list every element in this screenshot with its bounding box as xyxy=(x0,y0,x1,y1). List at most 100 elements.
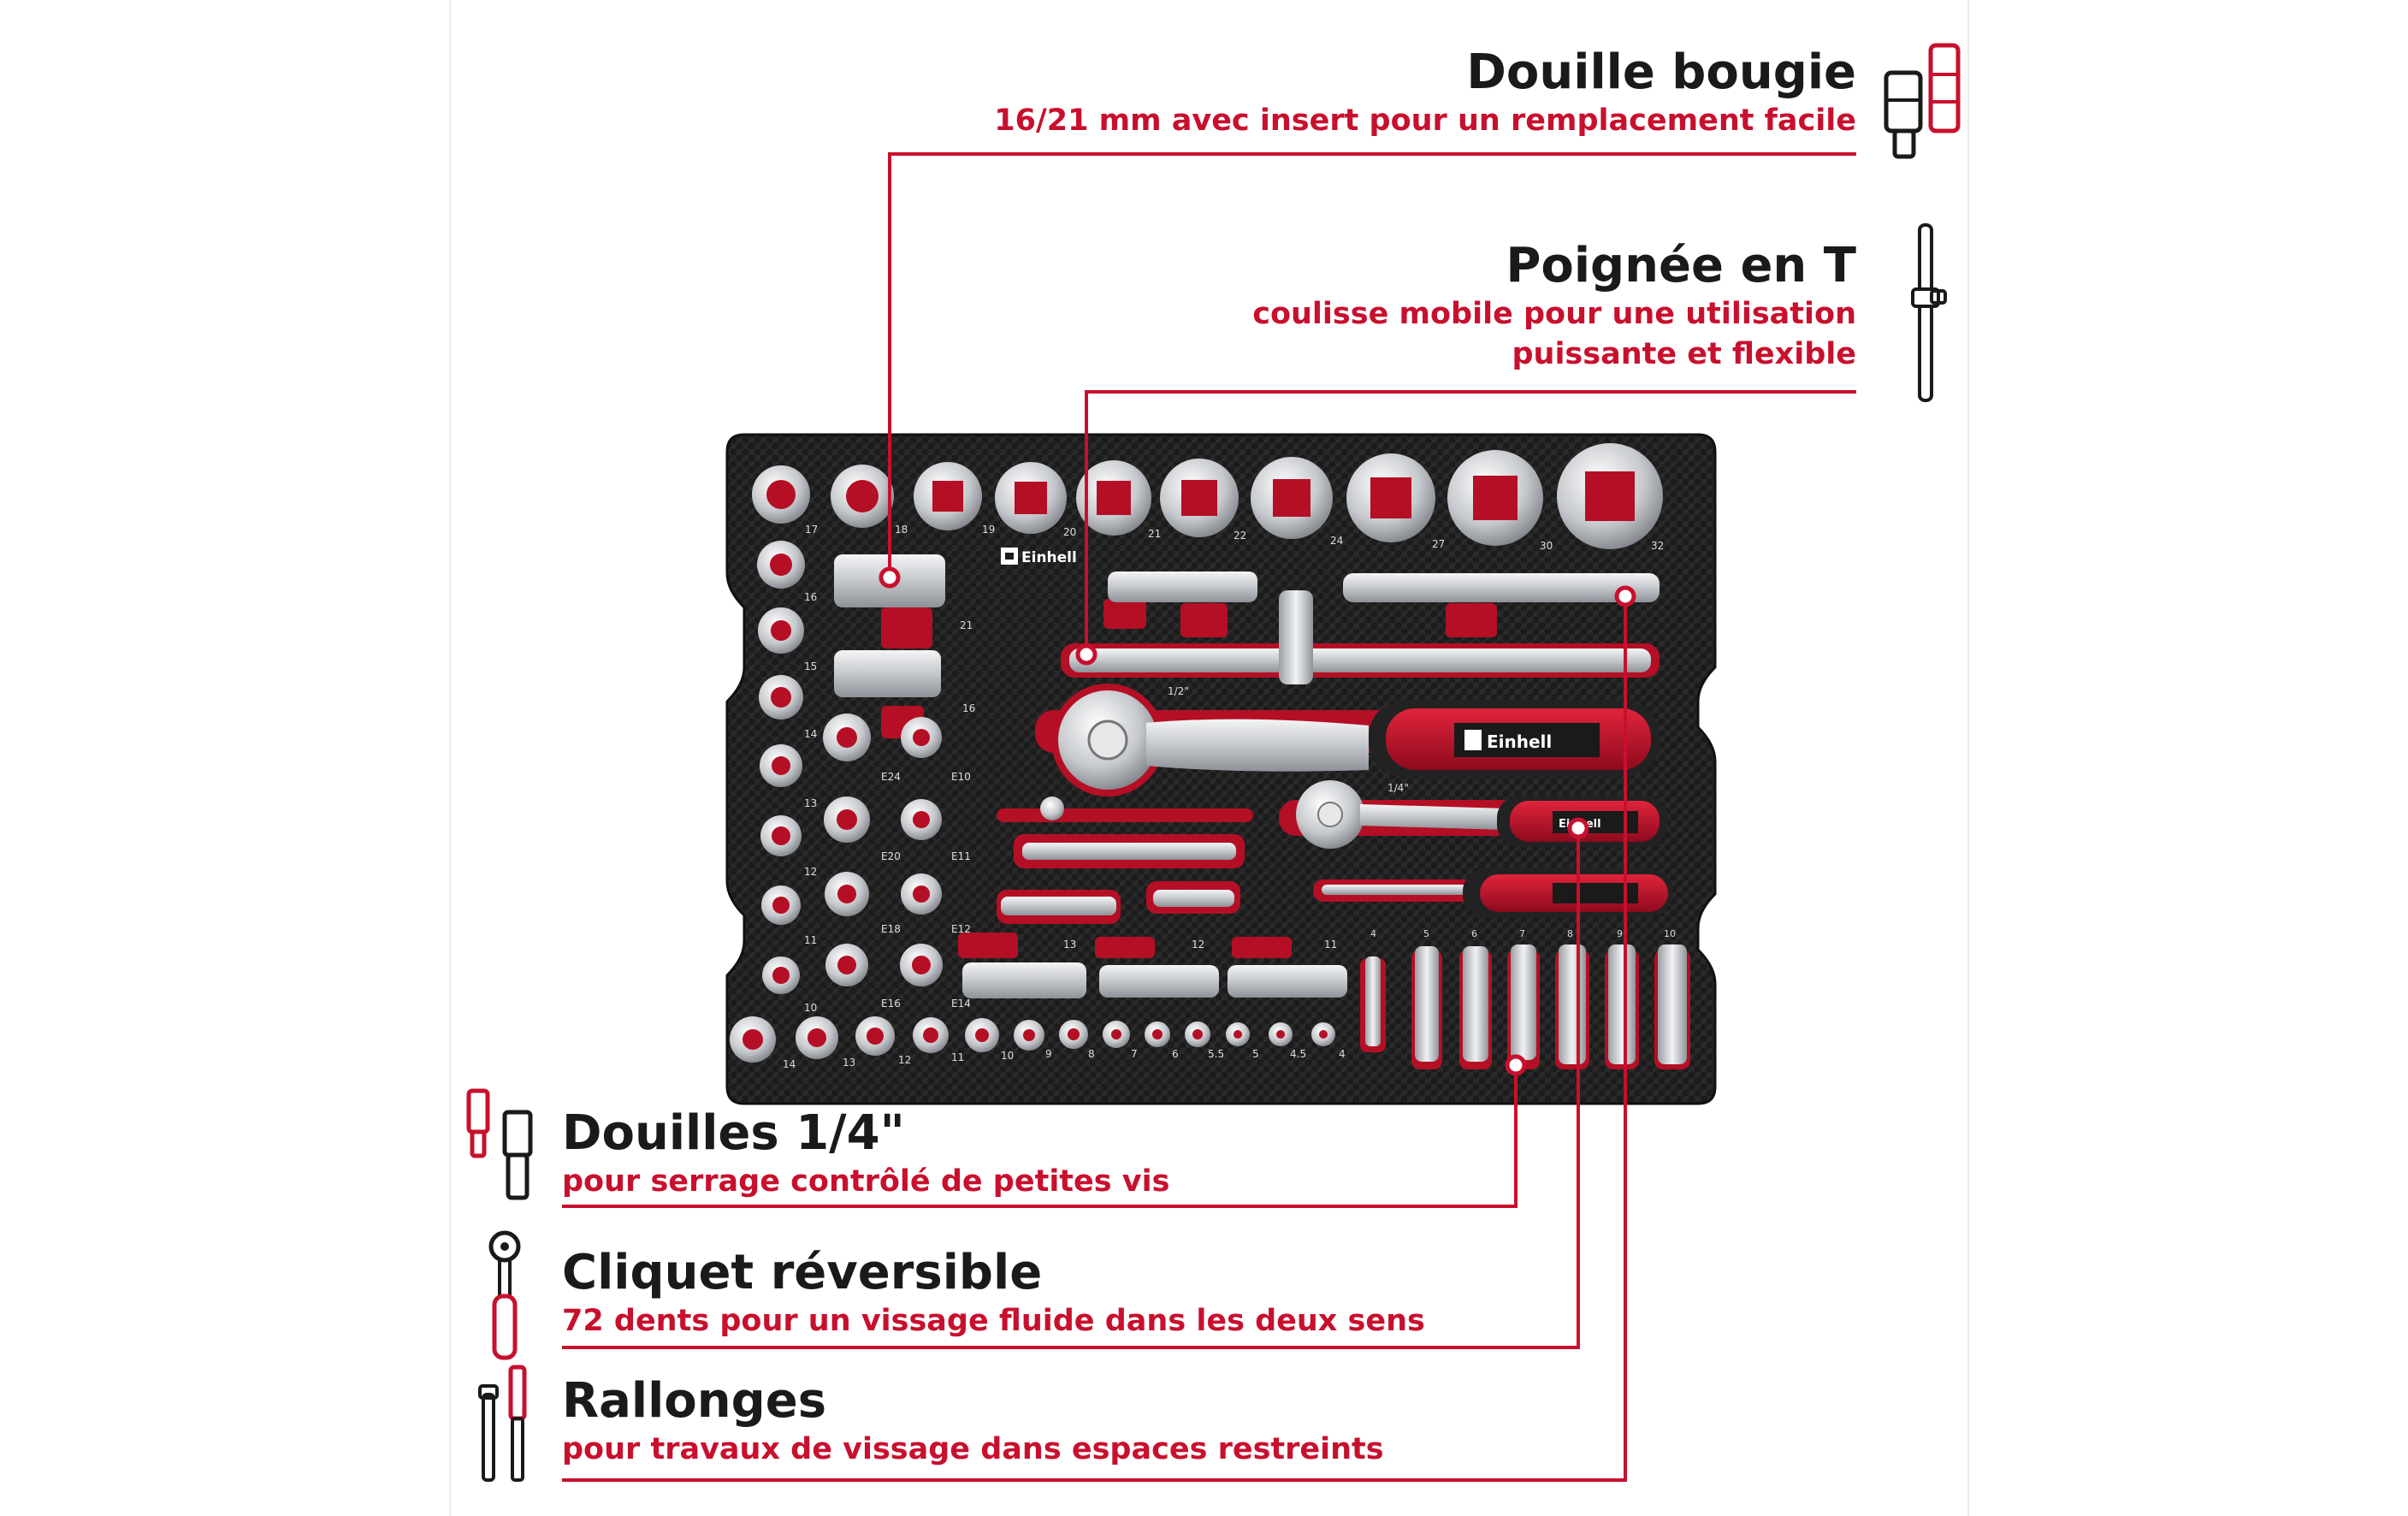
leader-ratchet xyxy=(562,828,1580,1349)
callout-title: Douilles 1/4" xyxy=(562,1105,905,1161)
callout-title: Poignée en T xyxy=(1506,238,1856,293)
e-torx-sockets xyxy=(823,714,943,986)
left-socket-labels: 16 15 14 13 12 11 10 xyxy=(804,591,817,1014)
socket-size-label: 11 xyxy=(804,934,817,946)
e-size-label: E11 xyxy=(951,850,971,862)
socket-size-label: 21 xyxy=(1148,528,1161,540)
deep-size-label: 11 xyxy=(1324,939,1337,950)
socket-size-label: 32 xyxy=(1651,540,1664,552)
deep-size-label: 6 xyxy=(1471,928,1477,939)
half-inch-ratchet: Einhell 1/2" xyxy=(1035,684,1660,796)
right-guide-line xyxy=(1967,0,1969,1516)
socket-size-label: 19 xyxy=(982,524,995,536)
top-socket-labels: 17 18 19 20 21 22 24 27 30 32 xyxy=(805,524,1664,552)
socket-size-label: 20 xyxy=(1063,526,1076,538)
socket-size-label: 15 xyxy=(804,660,817,672)
bottom-socket-row xyxy=(730,1016,1335,1063)
deep-size-label: 4 xyxy=(1370,928,1376,939)
leader-extensions xyxy=(562,596,1627,1482)
e-size-label: E10 xyxy=(951,771,971,783)
callout-description: 72 dents pour un vissage fluide dans les… xyxy=(562,1304,1425,1338)
socket-size-label: 10 xyxy=(1001,1050,1014,1062)
deep-quarter-sockets xyxy=(1360,945,1690,1069)
drive-size-label: 1/2" xyxy=(1168,685,1189,697)
socket-size-label: 13 xyxy=(804,797,817,809)
socket-size-label: 4.5 xyxy=(1290,1048,1306,1060)
callout-leader-lines xyxy=(562,152,1856,1482)
deep-size-label: 7 xyxy=(1519,928,1525,939)
e-size-label: E14 xyxy=(951,998,971,1010)
socket-size-label: 16 xyxy=(804,591,817,603)
callout-quarter-sockets: Douilles 1/4" pour serrage contrôlé de p… xyxy=(562,1105,1169,1202)
callout-extensions: Rallonges pour travaux de vissage dans e… xyxy=(562,1373,1384,1470)
socket-size-label: 12 xyxy=(804,866,817,878)
callout-description-line-1: coulisse mobile pour une utilisation xyxy=(1252,297,1856,331)
deep-size-label: 10 xyxy=(1664,928,1676,939)
socket-size-label: 27 xyxy=(1432,538,1445,550)
deep-size-label: 8 xyxy=(1567,928,1573,939)
e-torx-labels: E24 E20 E18 E16 E10 E11 E12 E14 xyxy=(881,771,971,1010)
spark-plug-socket-icon xyxy=(1884,43,1961,159)
e-size-label: E20 xyxy=(881,850,901,862)
socket-size-label: 9 xyxy=(1045,1048,1052,1060)
quarter-inch-extensions xyxy=(997,796,1253,924)
callout-title: Rallonges xyxy=(562,1373,827,1429)
leader-t-handle xyxy=(1085,390,1856,654)
deep-size-label: 9 xyxy=(1617,928,1623,939)
quarter-socket-icon xyxy=(466,1088,533,1200)
top-socket-row xyxy=(752,443,1663,549)
callout-description: 16/21 mm avec insert pour un remplacemen… xyxy=(994,104,1856,138)
socket-size-label: 7 xyxy=(1131,1048,1138,1060)
e-size-label: E16 xyxy=(881,998,901,1010)
reversible-ratchet-icon xyxy=(488,1230,521,1360)
spark-size-label: 16 xyxy=(962,702,975,714)
half-inch-accessories xyxy=(1061,571,1660,684)
callout-description: pour serrage contrôlé de petites vis xyxy=(562,1164,1170,1199)
socket-size-label: 14 xyxy=(804,728,817,740)
leader-spark-socket xyxy=(888,152,1856,577)
socket-size-label: 8 xyxy=(1088,1048,1095,1060)
left-guide-line xyxy=(449,0,451,1516)
e-size-label: E24 xyxy=(881,771,901,783)
tray-brand-logo: Einhell xyxy=(1001,548,1077,566)
leader-quarter-sockets xyxy=(562,1065,1518,1208)
deep-size-label: 5 xyxy=(1423,928,1429,939)
bottom-socket-labels: 14 13 12 11 10 9 8 7 6 5.5 5 4.5 4 xyxy=(783,1048,1346,1070)
callout-description-line-2: puissante et flexible xyxy=(1512,337,1856,371)
callout-t-handle: Poignée en T coulisse mobile pour une ut… xyxy=(855,238,1856,375)
drive-size-label: 1/4" xyxy=(1387,782,1409,794)
callout-description: pour travaux de vissage dans espaces res… xyxy=(562,1432,1384,1466)
leader-end-dots xyxy=(879,566,1636,1076)
callout-title: Cliquet réversible xyxy=(562,1245,1043,1300)
socket-size-label: 18 xyxy=(895,524,908,536)
socket-size-label: 6 xyxy=(1172,1048,1179,1060)
socket-size-label: 4 xyxy=(1339,1048,1346,1060)
socket-size-label: 30 xyxy=(1540,540,1553,552)
left-socket-column xyxy=(757,541,805,994)
socket-size-label: 11 xyxy=(951,1051,964,1063)
socket-size-label: 22 xyxy=(1234,530,1246,542)
callout-reversible-ratchet: Cliquet réversible 72 dents pour un viss… xyxy=(562,1245,1425,1341)
bit-screwdriver xyxy=(1313,869,1672,917)
deep-half-sockets: 13 12 11 xyxy=(958,933,1347,998)
socket-size-label: 14 xyxy=(783,1058,796,1070)
svg-text:Einhell: Einhell xyxy=(1487,731,1552,752)
deep-size-label: 13 xyxy=(1063,939,1076,950)
socket-size-label: 17 xyxy=(805,524,818,536)
socket-size-label: 10 xyxy=(804,1002,817,1014)
socket-size-label: 5.5 xyxy=(1208,1048,1224,1060)
e-size-label: E12 xyxy=(951,923,971,935)
e-size-label: E18 xyxy=(881,923,901,935)
svg-text:Einhell: Einhell xyxy=(1021,549,1077,566)
callout-spark-plug-socket: Douille bougie 16/21 mm avec insert pour… xyxy=(855,44,1856,141)
extension-bar-icon xyxy=(478,1365,527,1482)
callout-title: Douille bougie xyxy=(1466,44,1856,100)
t-handle-icon xyxy=(1911,223,1947,402)
socket-size-label: 13 xyxy=(843,1057,855,1069)
spark-size-label: 21 xyxy=(960,619,973,631)
socket-size-label: 24 xyxy=(1330,535,1343,547)
socket-size-label: 5 xyxy=(1252,1048,1259,1060)
socket-size-label: 12 xyxy=(898,1054,911,1066)
deep-quarter-labels: 4 5 6 7 8 9 10 xyxy=(1370,928,1676,939)
